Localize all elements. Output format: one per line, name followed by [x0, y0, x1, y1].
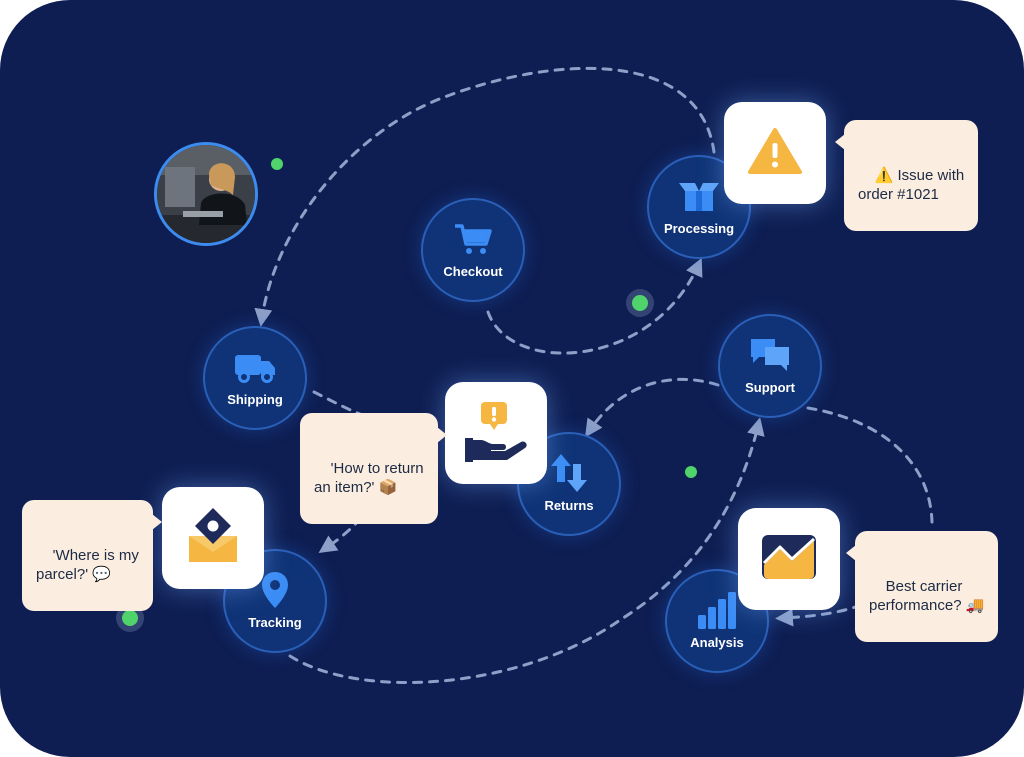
bubble-tail: [151, 514, 162, 530]
bubble-tail: [436, 427, 447, 443]
status-dot: [122, 610, 138, 626]
node-processing[interactable]: Processing: [647, 155, 751, 259]
truck-icon: [233, 350, 277, 384]
node-label: Shipping: [227, 391, 283, 407]
warning-triangle-icon: [748, 127, 802, 180]
bubble-text: 'Where is my parcel?' 💬: [36, 547, 139, 583]
bubble-text: 'How to return an item?' 📦: [314, 460, 424, 496]
open-box-icon: [677, 179, 721, 213]
bubble-parcel: 'Where is my parcel?' 💬: [22, 500, 162, 611]
node-support[interactable]: Support: [718, 314, 822, 418]
trend-chart-icon: [760, 533, 818, 586]
connector-alert-to-shipping: [254, 66, 716, 327]
hand-alert-icon: [463, 400, 529, 467]
node-label: Tracking: [248, 614, 302, 630]
connector-support-to-chart: [806, 406, 934, 524]
bubble-tail: [846, 545, 856, 561]
shopping-cart-icon: [453, 222, 493, 256]
node-shipping[interactable]: Shipping: [203, 326, 307, 430]
mail-pin-icon: [185, 506, 241, 571]
bubble-issue: ⚠️ Issue with order #1021: [835, 120, 979, 231]
status-dot: [632, 295, 648, 311]
node-checkout[interactable]: Checkout: [421, 198, 525, 302]
bubble-text: Best carrier performance? 🚚: [869, 578, 985, 614]
tile-chart[interactable]: [738, 508, 840, 610]
bubble-text: ⚠️ Issue with order #1021: [858, 167, 965, 203]
tile-mail[interactable]: [162, 487, 264, 589]
bubble-return: 'How to return an item?' 📦: [300, 413, 447, 524]
node-label: Analysis: [690, 634, 744, 650]
tile-alert[interactable]: [724, 102, 826, 204]
bar-chart-icon: [696, 591, 738, 629]
connector-support-to-returns: [585, 377, 720, 438]
status-dot: [685, 466, 697, 478]
connector-shipping-to-help: [312, 390, 364, 417]
node-label: Checkout: [443, 263, 503, 279]
node-label: Returns: [544, 497, 594, 513]
location-pin-icon: [260, 571, 290, 608]
node-label: Support: [745, 379, 795, 395]
node-label: Processing: [663, 220, 735, 236]
connector-checkout-to-processing: [486, 257, 703, 355]
chat-bubbles-icon: [749, 338, 791, 372]
tile-help[interactable]: [445, 382, 547, 484]
bubble-carrier: Best carrier performance? 🚚: [846, 531, 999, 642]
person-at-laptop-photo: [154, 142, 258, 246]
connector-tracking-to-support: [288, 417, 765, 684]
swap-arrows-icon: [549, 453, 589, 492]
status-dot: [271, 158, 283, 170]
bubble-tail: [835, 134, 845, 150]
